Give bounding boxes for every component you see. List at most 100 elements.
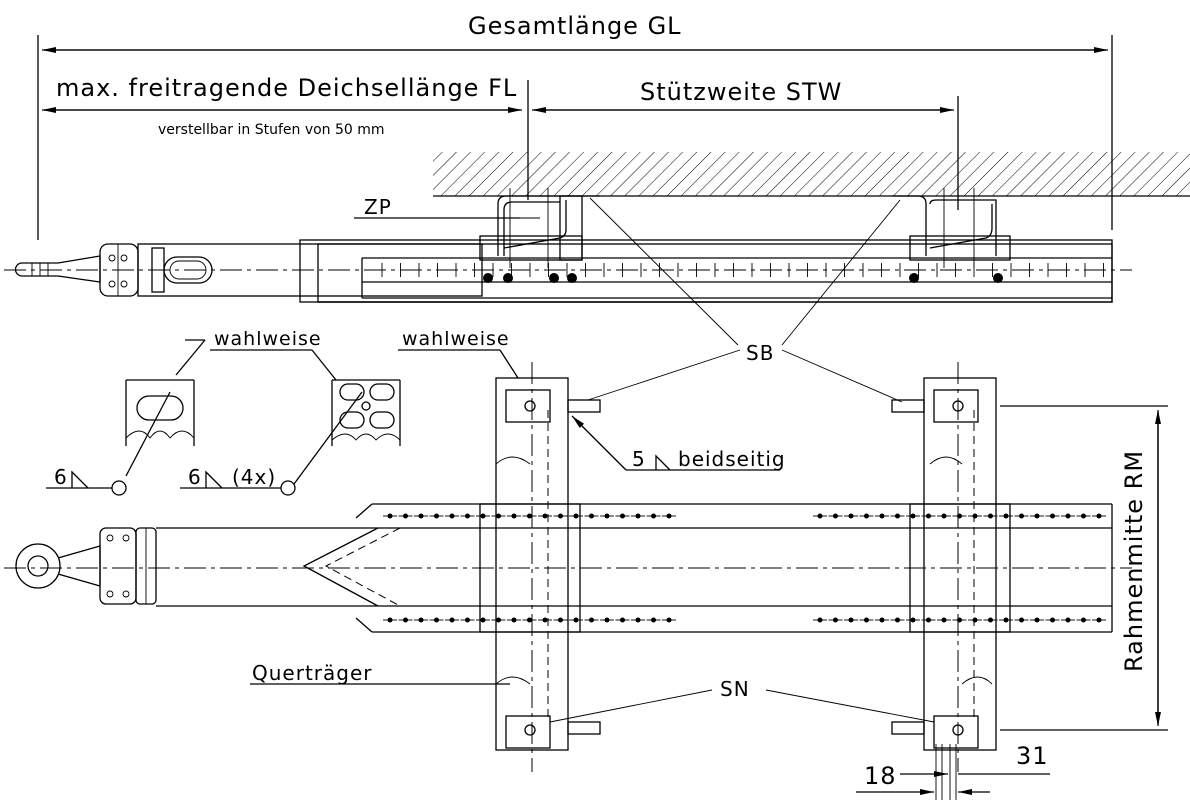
bolt-mark	[589, 513, 594, 519]
dim-18-label: 18	[864, 762, 897, 790]
bolt-mark	[910, 513, 916, 519]
bolt-mark	[511, 617, 517, 623]
bottom-dimensions	[856, 744, 1050, 800]
detail-right	[180, 349, 401, 496]
bolt-mark	[403, 513, 408, 519]
sn-label: SN	[720, 677, 750, 701]
bolt-mark	[527, 617, 532, 623]
bolt-mark	[666, 513, 672, 519]
bolt-mark	[1003, 513, 1009, 519]
bolt-mark	[1065, 513, 1071, 519]
bolt-mark	[817, 513, 823, 519]
bolt-mark	[403, 617, 408, 623]
weld-text-both: beidseitig	[678, 447, 786, 471]
adjustable-note: verstellbar in Stufen von 50 mm	[158, 122, 385, 138]
bolt-mark	[604, 513, 610, 519]
support-span-label: Stützweite STW	[640, 78, 842, 106]
bolt-mark	[972, 617, 978, 623]
frame-center-dimension	[1000, 405, 1168, 731]
side-view	[4, 188, 1132, 303]
bolt-mark	[1096, 513, 1102, 519]
bolt-mark	[879, 513, 885, 519]
bolt-mark	[542, 617, 548, 623]
bolt-mark	[620, 513, 625, 519]
bolt-mark	[910, 617, 916, 623]
weld-count-right: (4x)	[232, 465, 276, 489]
bolt-mark	[817, 617, 823, 623]
sn-leaders	[549, 689, 935, 723]
bolt-mark	[418, 617, 424, 623]
bolt-mark	[926, 513, 931, 519]
detail-left	[46, 339, 206, 496]
bolt-mark	[496, 513, 501, 519]
cantilever-length-label: max. freitragende Deichsellänge FL	[56, 74, 517, 102]
bolt-mark	[941, 617, 947, 623]
bolt-mark	[957, 513, 962, 519]
bolt-rows-plan	[383, 513, 1106, 623]
bolt-mark	[848, 617, 854, 623]
bolt-mark	[864, 513, 869, 519]
bolt-mark	[480, 513, 486, 519]
bolt-mark	[1050, 617, 1055, 623]
dimension-lines	[37, 35, 1113, 240]
total-length-label: Gesamtlänge GL	[468, 12, 682, 40]
weld-label-left: 6	[54, 465, 68, 489]
bolt-mark	[511, 513, 517, 519]
bolt-mark	[434, 617, 439, 623]
ceiling-hatch	[433, 152, 1190, 197]
weld-leader-both	[571, 415, 780, 471]
bolt-mark	[527, 513, 532, 519]
bolt-mark	[635, 617, 641, 623]
bolt-mark	[542, 513, 548, 519]
bolt-mark	[988, 617, 993, 623]
optional-label-right: wahlweise	[402, 328, 510, 350]
bolt-mark	[941, 513, 947, 519]
bolt-mark	[449, 513, 455, 519]
optional-leader-right	[499, 349, 519, 379]
bolt-mark	[604, 617, 610, 623]
bolt-mark	[651, 513, 656, 519]
bolt-mark	[1081, 513, 1086, 519]
weld-value-both: 5	[632, 447, 646, 471]
bolt-mark	[465, 513, 470, 519]
bolt-mark	[558, 617, 563, 623]
bolt-mark	[879, 617, 885, 623]
bolt-mark	[573, 513, 579, 519]
cross-member-label: Querträger	[252, 661, 373, 685]
plan-view	[4, 362, 1132, 772]
bolt-mark	[1081, 617, 1086, 623]
dim-31-label: 31	[1016, 742, 1049, 770]
bolt-mark	[465, 617, 470, 623]
bolt-mark	[1034, 617, 1040, 623]
optional-label-left: wahlweise	[214, 328, 322, 350]
bolt-mark	[957, 617, 962, 623]
bolt-mark	[434, 513, 439, 519]
bolt-mark	[1034, 513, 1040, 519]
bolt-mark	[1065, 617, 1071, 623]
bolt-mark	[848, 513, 854, 519]
bolt-mark	[1019, 513, 1024, 519]
weld-label-right: 6	[188, 465, 202, 489]
bolt-mark	[573, 617, 579, 623]
drawbar-eye-side	[14, 255, 101, 283]
bolt-mark	[895, 513, 900, 519]
bolt-mark	[651, 617, 656, 623]
support-bracket-right-side	[892, 188, 1011, 283]
bolt-mark	[635, 513, 641, 519]
bolt-mark	[1096, 617, 1102, 623]
bolt-mark	[387, 617, 393, 623]
cross-member-left	[479, 362, 601, 772]
bolt-mark	[418, 513, 424, 519]
sb-label: SB	[746, 341, 774, 365]
bolt-mark	[589, 617, 594, 623]
bolt-mark	[558, 513, 563, 519]
frame-center-label: Rahmenmitte RM	[1120, 450, 1148, 672]
support-bracket-left-side	[479, 188, 600, 283]
bolt-mark	[833, 617, 838, 623]
bolt-mark	[449, 617, 455, 623]
bolt-mark	[895, 617, 900, 623]
sb-leaders	[587, 197, 903, 403]
bolt-mark	[926, 617, 931, 623]
bolt-mark	[988, 513, 993, 519]
